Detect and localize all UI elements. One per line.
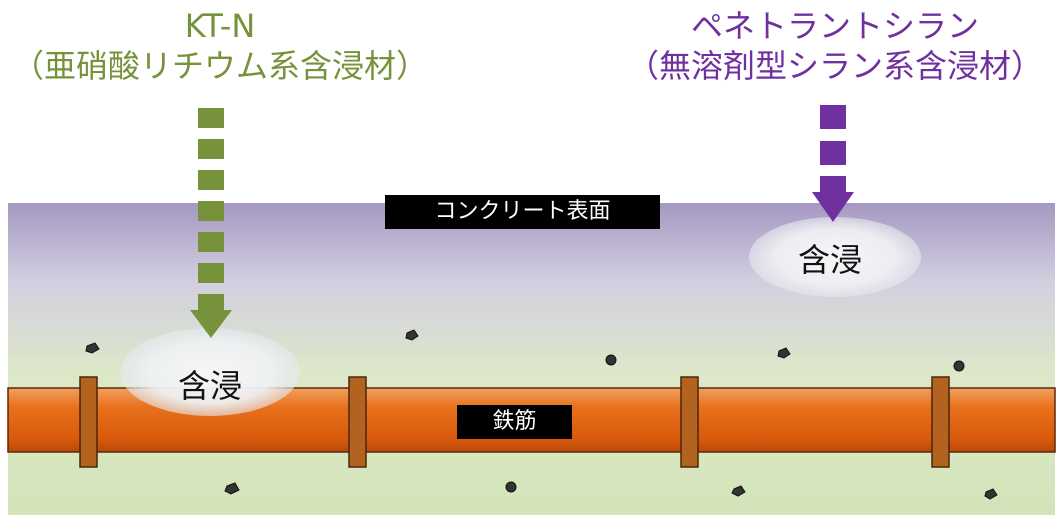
down-arrow-icon (190, 108, 232, 338)
concrete-surface-label: コンクリート表面 (385, 195, 660, 229)
aggregate-particle-icon (777, 347, 791, 359)
aggregate-particle-icon (984, 488, 998, 500)
aggregate-particle-icon (224, 482, 240, 495)
left-agent-title: KT-N （亜硝酸リチウム系含浸材） (0, 6, 440, 86)
left-agent-name: KT-N (184, 7, 256, 45)
rebar-band (79, 376, 98, 468)
rebar-band (348, 376, 367, 468)
rebar-band (680, 376, 699, 468)
rebar-band (931, 376, 950, 468)
aggregate-particle-icon (405, 329, 419, 341)
down-arrow-icon (812, 105, 854, 222)
impregnation-zone-right (749, 217, 921, 297)
impregnation-label-right: 含浸 (797, 241, 862, 279)
rebar-label: 鉄筋 (457, 405, 572, 439)
right-agent-title: ペネトラントシラン （無溶剤型シラン系含浸材） (610, 6, 1060, 86)
left-agent-type: （亜硝酸リチウム系含浸材） (11, 47, 428, 85)
aggregate-particle-icon (731, 485, 746, 497)
aggregate-particles (85, 329, 998, 500)
impregnation-zone-left (120, 328, 300, 416)
aggregate-particle-icon (605, 354, 617, 366)
right-agent-name: ペネトラントシラン (690, 7, 979, 45)
aggregate-particle-icon (953, 360, 965, 372)
impregnation-label-left: 含浸 (177, 367, 242, 405)
right-agent-type: （無溶剤型シラン系含浸材） (626, 47, 1043, 85)
aggregate-particle-icon (85, 342, 100, 354)
aggregate-particle-icon (505, 481, 517, 493)
